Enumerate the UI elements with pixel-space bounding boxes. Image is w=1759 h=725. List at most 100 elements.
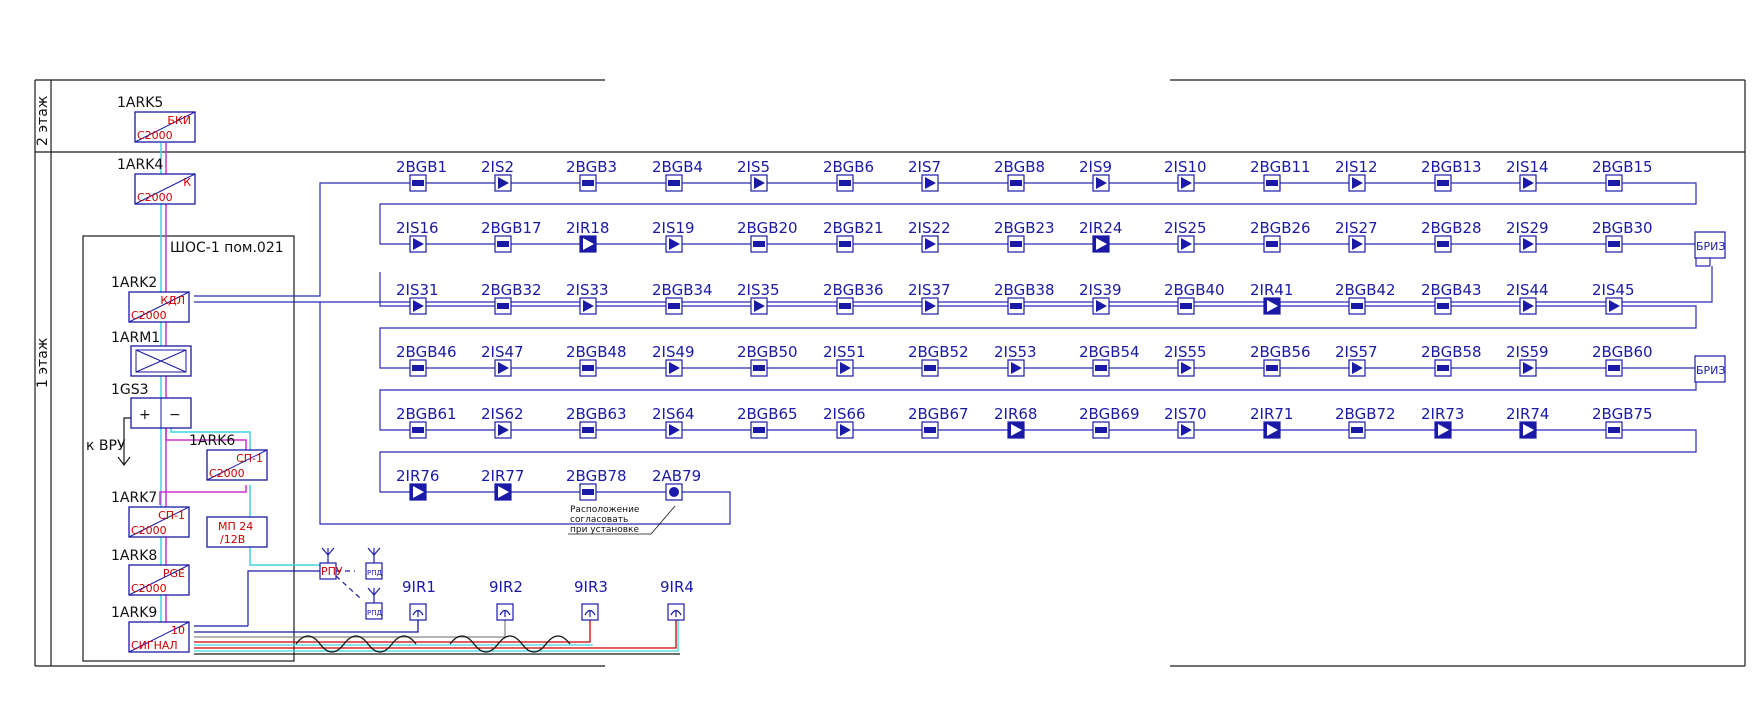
placement-note-2: согласовать [570, 515, 628, 525]
loop-device-id: 2BGB6 [823, 158, 874, 176]
loop-device-2is53: 2IS53 [994, 343, 1037, 377]
siren-9ir1: 9IR1 [402, 578, 436, 621]
device-model: С2000 [137, 129, 173, 142]
loop-device-id: 2IS70 [1164, 405, 1207, 423]
loop-device-2ir18: 2IR18 [566, 219, 609, 253]
loop-device-2ab79: 2AB79 [652, 467, 701, 501]
loop-device-id: 2IS5 [737, 158, 770, 176]
loop-device-2ir71: 2IR71 [1250, 405, 1293, 439]
loop-device-2is66: 2IS66 [823, 405, 866, 439]
device-model: С2000 [131, 524, 167, 537]
loop-device-id: 2BGB46 [396, 343, 457, 361]
loop-device-id: 2BGB38 [994, 281, 1055, 299]
loop-device-2is39: 2IS39 [1079, 281, 1122, 315]
mp-block-line2: /12В [220, 533, 245, 546]
device-model: С2000 [209, 467, 245, 480]
loop-device-id: 2IS7 [908, 158, 941, 176]
loop-device-id: 2IS47 [481, 343, 524, 361]
loop-device-id: 2BGB1 [396, 158, 447, 176]
loop-device-id: 2BGB34 [652, 281, 713, 299]
loop-device-2bgb42: 2BGB42 [1335, 281, 1396, 315]
loop-device-2is70: 2IS70 [1164, 405, 1207, 439]
loop-device-2is9: 2IS9 [1079, 158, 1112, 192]
loop-device-id: 2IS35 [737, 281, 780, 299]
loop-device-id: 2BGB50 [737, 343, 798, 361]
floor-1-label: 1 этаж [35, 337, 51, 388]
loop-device-2is7: 2IS7 [908, 158, 941, 192]
loop-device-2bgb52: 2BGB52 [908, 343, 969, 377]
loop-device-2bgb28: 2BGB28 [1421, 219, 1482, 253]
loop-device-id: 2BGB69 [1079, 405, 1140, 423]
loop-device-id: 2IS16 [396, 219, 439, 237]
loop-device-2is2: 2IS2 [481, 158, 514, 192]
loop-device-id: 2BGB3 [566, 158, 617, 176]
loop-device-2is12: 2IS12 [1335, 158, 1378, 192]
loop-device-2is62: 2IS62 [481, 405, 524, 439]
power-plus: + [139, 407, 151, 423]
floor-2-label: 2 этаж [35, 95, 51, 146]
power-id: 1GS3 [111, 382, 149, 398]
device-type: PGE [163, 567, 185, 580]
loop-device-id: 2BGB48 [566, 343, 627, 361]
loop-device-2bgb38: 2BGB38 [994, 281, 1055, 315]
loop-device-id: 2IS64 [652, 405, 695, 423]
loop-device-2is45: 2IS45 [1592, 281, 1635, 315]
loop-device-2bgb78: 2BGB78 [566, 467, 627, 501]
loop-device-id: 2IS44 [1506, 281, 1549, 299]
loop-device-id: 2BGB11 [1250, 158, 1311, 176]
loop-device-2is51: 2IS51 [823, 343, 866, 377]
loop-device-id: 2BGB36 [823, 281, 884, 299]
loop-device-id: 2IS19 [652, 219, 695, 237]
siren-cables [194, 618, 680, 655]
loop-device-2ir24: 2IR24 [1079, 219, 1122, 253]
loop-device-2is57: 2IS57 [1335, 343, 1378, 377]
device-type: 10 [171, 624, 185, 637]
loop-device-2is16: 2IS16 [396, 219, 439, 253]
device-type: К [183, 176, 191, 189]
loop-device-id: 2IS51 [823, 343, 866, 361]
loop-device-id: 2IR73 [1421, 405, 1464, 423]
loop-device-id: 2IS39 [1079, 281, 1122, 299]
loop-device-2bgb56: 2BGB56 [1250, 343, 1311, 377]
loop-device-2bgb6: 2BGB6 [823, 158, 874, 192]
loop-device-id: 2BGB43 [1421, 281, 1482, 299]
mp-block-line1: МП 24 [218, 520, 253, 533]
loop-device-id: 2IS57 [1335, 343, 1378, 361]
loop-device-2bgb75: 2BGB75 [1592, 405, 1653, 439]
loop-device-2is47: 2IS47 [481, 343, 524, 377]
briz-box-1 [1694, 231, 1726, 259]
loop-device-2is10: 2IS10 [1164, 158, 1207, 192]
loop-device-2bgb60: 2BGB60 [1592, 343, 1653, 377]
loop-device-2is49: 2IS49 [652, 343, 695, 377]
loop-device-2bgb34: 2BGB34 [652, 281, 713, 315]
loop-device-id: 2AB79 [652, 467, 701, 485]
loop-device-2ir73: 2IR73 [1421, 405, 1464, 439]
device-type: СП-1 [236, 452, 263, 465]
loop-device-id: 2BGB78 [566, 467, 627, 485]
loop-device-id: 2IS59 [1506, 343, 1549, 361]
loop-device-id: 2BGB17 [481, 219, 542, 237]
loop-device-id: 2IR76 [396, 467, 439, 485]
loop-device-id: 2BGB20 [737, 219, 798, 237]
device-type: СП-1 [158, 509, 185, 522]
loop-device-2is19: 2IS19 [652, 219, 695, 253]
loop-device-id: 2BGB42 [1335, 281, 1396, 299]
loop-device-2bgb26: 2BGB26 [1250, 219, 1311, 253]
device-id: 1ARK5 [117, 95, 163, 111]
loop-device-id: 2BGB61 [396, 405, 457, 423]
device-id: 1ARK8 [111, 548, 157, 564]
loop-device-2bgb36: 2BGB36 [823, 281, 884, 315]
rpd-label-1: РПД [367, 569, 382, 577]
placement-note-3: при установке [570, 525, 639, 535]
loop-device-id: 2IS22 [908, 219, 951, 237]
loop-device-2bgb1: 2BGB1 [396, 158, 447, 192]
loop-device-id: 2IS31 [396, 281, 439, 299]
loop-device-id: 2BGB52 [908, 343, 969, 361]
loop-device-2is27: 2IS27 [1335, 219, 1378, 253]
loop-device-2is55: 2IS55 [1164, 343, 1207, 377]
loop-device-id: 2IS27 [1335, 219, 1378, 237]
